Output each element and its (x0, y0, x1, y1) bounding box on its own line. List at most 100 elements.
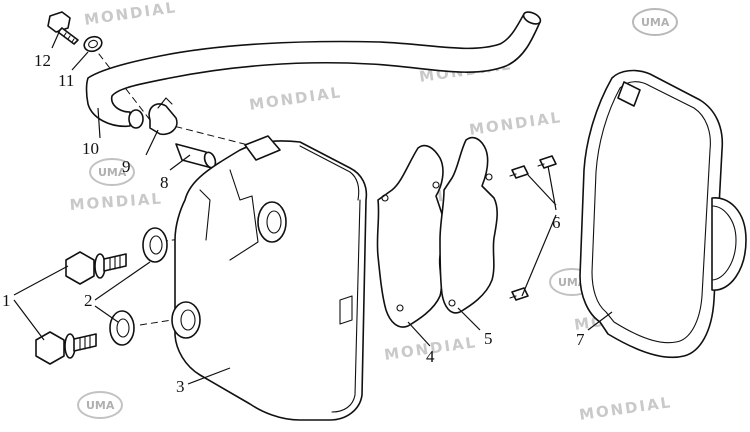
screw (509, 287, 529, 301)
screw-shank (537, 163, 545, 167)
hose-end (522, 11, 542, 25)
plate-screws (509, 155, 557, 301)
washer-outer (83, 35, 103, 53)
plate-hole (485, 173, 493, 181)
leader-lines (13, 29, 613, 385)
cover-rib (199, 189, 211, 241)
bolt-shank (57, 27, 79, 45)
cylinder-head-cover (171, 135, 368, 421)
watermark-logo-text: UMA (641, 16, 670, 29)
callout-6: 6 (552, 213, 561, 232)
grommet-lower (109, 310, 135, 346)
watermark-text: MONDIAL (248, 83, 343, 114)
leader-11 (71, 51, 89, 71)
watermark-text: MONDIAL (83, 0, 178, 29)
gasket-outer (579, 69, 724, 358)
flange-bolt-upper (65, 251, 127, 285)
plate-hole (448, 299, 456, 307)
bolt-thread (63, 32, 75, 43)
breather-port (244, 135, 281, 161)
cover-tab (339, 295, 353, 325)
cover-boss-hole (180, 309, 196, 331)
gasket-hole (381, 194, 389, 202)
breather-plate (439, 136, 498, 314)
leader-12 (51, 29, 61, 49)
screw (537, 155, 557, 169)
screw-shank (509, 295, 517, 299)
screw (509, 165, 529, 179)
gasket-hole (396, 304, 404, 312)
callout-8: 8 (160, 173, 169, 192)
leader-3 (187, 367, 231, 385)
screw-head (511, 287, 529, 301)
watermark-text: MONDIAL (578, 393, 673, 424)
watermark-text: MONDIAL (468, 108, 563, 139)
cover-rib (229, 169, 259, 261)
grommet-outer (142, 227, 168, 263)
gasket-hole (432, 181, 440, 189)
callout-10: 10 (82, 139, 99, 158)
cover-flange (299, 145, 360, 201)
leader-2 (94, 261, 151, 323)
callout-2: 2 (84, 291, 93, 310)
clamp-body (148, 103, 178, 136)
clamp-tab (157, 97, 173, 109)
flange-bolt-lower (35, 331, 97, 365)
cover-boss-hole (266, 210, 282, 234)
leader-9 (145, 129, 159, 156)
cover-shell (174, 140, 368, 421)
callout-9: 9 (122, 157, 131, 176)
uma-logo-watermark: UMA (89, 158, 135, 186)
gasket-lobe-inner (711, 205, 737, 281)
bolt-head (35, 331, 65, 365)
callout-12: 12 (34, 51, 51, 70)
screw-shank (509, 173, 517, 177)
leader-7 (587, 311, 613, 331)
hose-bolt (47, 11, 79, 45)
callout-3: 3 (176, 377, 185, 396)
watermark-logo-text: UMA (86, 399, 115, 412)
callout-numbers: 1 2 3 4 5 6 7 8 9 10 11 12 (2, 51, 585, 396)
gasket-inner (591, 81, 711, 344)
leader-8 (169, 154, 191, 171)
screw-head (511, 165, 529, 179)
uma-logo-watermark: UMA (77, 391, 123, 419)
sealing-washer-small (83, 35, 103, 53)
cover-gasket (579, 69, 747, 358)
grommet-inner (116, 318, 130, 338)
grommet-upper (142, 227, 168, 263)
uma-logo-watermark: UMA (632, 8, 678, 36)
callout-7: 7 (576, 330, 585, 349)
gasket-lobe (711, 197, 747, 291)
leader-5 (457, 307, 481, 331)
callout-11: 11 (58, 71, 74, 90)
gasket-body (376, 144, 445, 328)
leader-4 (407, 321, 431, 347)
callout-4: 4 (426, 347, 435, 366)
plate-body (439, 136, 498, 314)
hose-body (85, 13, 541, 128)
leader-6 (521, 165, 557, 297)
breather-gasket (376, 144, 445, 328)
cover-boss (171, 301, 201, 339)
breather-hose (85, 11, 542, 129)
leader-1 (13, 265, 69, 341)
bolt-head (65, 251, 95, 285)
gasket-notch (617, 81, 641, 107)
callout-5: 5 (484, 329, 493, 348)
grommet-inner (149, 235, 163, 255)
bolt-thread (109, 255, 121, 271)
washer-inner (88, 39, 98, 49)
watermark-logo-text: UMA (98, 166, 127, 179)
callout-1: 1 (2, 291, 11, 310)
screw-head (539, 155, 557, 169)
cover-edge (331, 199, 361, 413)
cover-boss (257, 201, 287, 243)
grommet-outer (109, 310, 135, 346)
breather-fitting (175, 143, 217, 169)
hose-clamp (148, 97, 178, 136)
bolt-head (47, 11, 71, 33)
hose-end (128, 109, 144, 129)
